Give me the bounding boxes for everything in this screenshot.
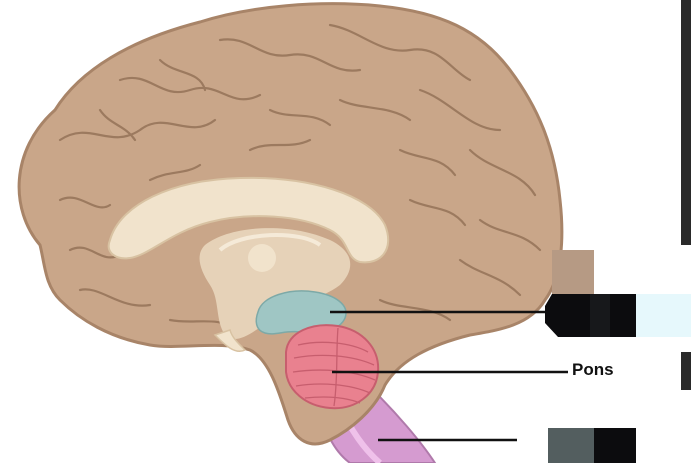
corpus-callosum xyxy=(107,176,390,264)
hypothalamus-lobe xyxy=(213,329,247,352)
edge-bar-top xyxy=(681,0,691,245)
swatch-slate xyxy=(548,428,594,463)
diencephalon xyxy=(199,228,351,340)
sulci xyxy=(58,23,542,332)
swatch-cyan xyxy=(636,294,691,337)
thalamus xyxy=(248,244,276,272)
edge-bar-bottom xyxy=(681,352,691,390)
swatch-tan xyxy=(552,250,594,296)
swatch-black-bottom xyxy=(594,428,636,463)
label-pons: Pons xyxy=(572,360,614,379)
pons xyxy=(285,324,380,410)
swatch-black-mid xyxy=(590,294,610,337)
fornix xyxy=(218,232,322,252)
